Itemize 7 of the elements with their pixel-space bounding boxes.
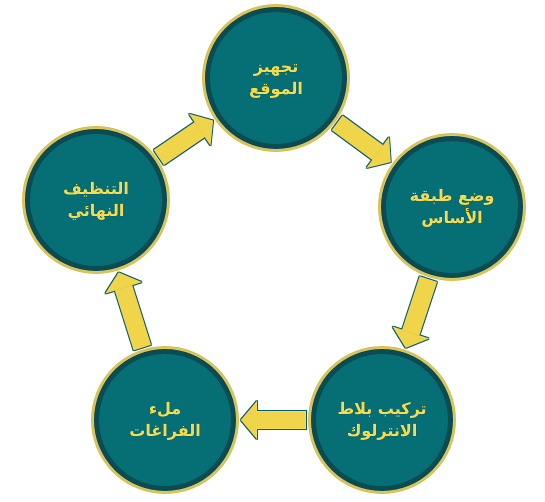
step-circle: ملء الفراغات [91, 346, 239, 494]
step-circle: التنظيف النهائي [22, 126, 170, 274]
arrow [392, 276, 437, 348]
step-circle: تجهيز الموقع [202, 4, 350, 152]
arrow [241, 401, 306, 439]
step-circle: وضع طبقة الأساس [378, 133, 526, 281]
step-circle: تركيب بلاط الانترلوك [308, 346, 456, 494]
